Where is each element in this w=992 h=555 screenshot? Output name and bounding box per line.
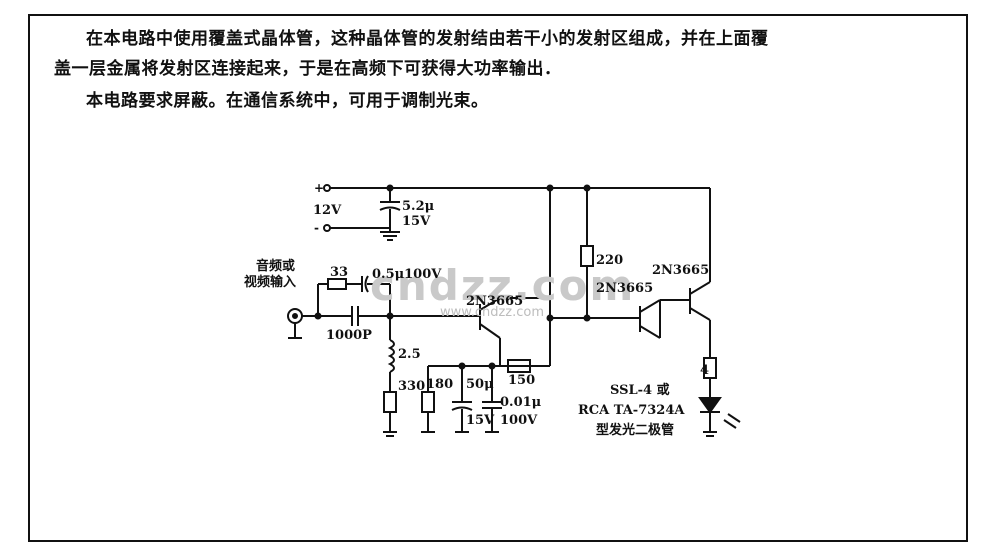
led-label-line1: SSL-4 或 [610, 382, 670, 398]
supply-voltage-label: 12V [313, 203, 342, 218]
description-line-3: 本电路要求屏蔽。在通信系统中，可用于调制光束。 [86, 91, 489, 111]
c-001-voltage-label: 100V [500, 413, 538, 428]
q1-label: 2N3665 [466, 294, 523, 309]
c-50-label: 50μ [466, 377, 494, 392]
r-220-label: 220 [596, 253, 623, 268]
supply-plus-label: + [314, 181, 324, 195]
r-input-label: 33 [330, 265, 348, 280]
c-001-label: 0.01μ [500, 395, 542, 410]
c-supply-value: 5.2μ [402, 199, 435, 214]
input-label-line2: 视频输入 [244, 274, 296, 290]
l-value-label: 2.5 [398, 347, 421, 362]
r-150-label: 150 [508, 373, 535, 388]
description-line-2: 盖一层金属将发射区连接起来，于是在高频下可获得大功率输出． [54, 59, 562, 79]
input-label-line1: 音频或 [256, 258, 295, 274]
r-180-label: 180 [426, 377, 453, 392]
figure-frame [28, 14, 968, 542]
c-supply-voltage: 15V [402, 214, 431, 229]
watermark-main: cndzz.com [370, 261, 635, 310]
c-input-label: 0.5μ100V [372, 267, 442, 282]
led-label-line2: RCA TA-7324A [578, 403, 685, 418]
q2-label: 2N3665 [596, 281, 653, 296]
c-50-voltage-label: 15V [466, 413, 495, 428]
watermark-sub: www.cndzz.com [440, 305, 544, 320]
supply-minus-label: - [314, 221, 319, 235]
led-label-line3: 型发光二极管 [596, 422, 674, 438]
r-330-label: 330 [398, 379, 425, 394]
r-led-label: 4 [700, 363, 709, 378]
c-coupling-label: 1000P [326, 328, 372, 343]
q3-label: 2N3665 [652, 263, 709, 278]
description-line-1: 在本电路中使用覆盖式晶体管，这种晶体管的发射结由若干小的发射区组成，并在上面覆 [86, 29, 769, 49]
